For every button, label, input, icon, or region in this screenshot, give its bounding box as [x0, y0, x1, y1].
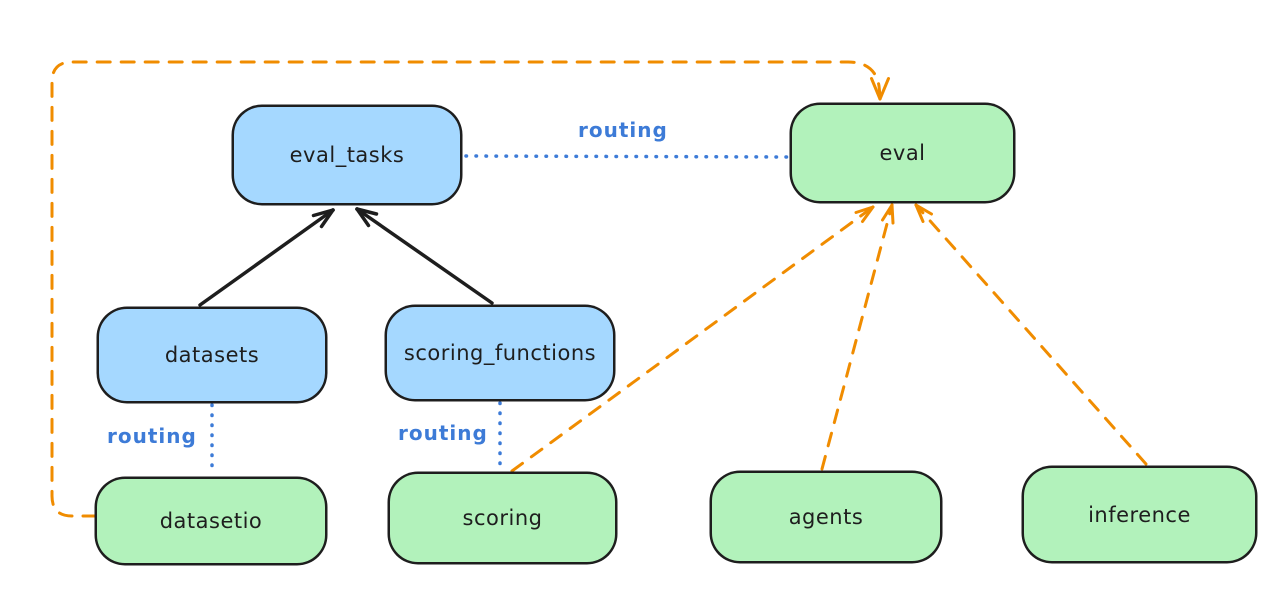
- node-scoring-functions-label: scoring_functions: [403, 341, 597, 365]
- edge-scoring-to-eval: [510, 205, 875, 473]
- node-eval-tasks-label: eval_tasks: [289, 143, 405, 167]
- node-eval-label: eval: [879, 141, 926, 165]
- node-agents-label: agents: [788, 505, 864, 529]
- edge-datasets-to-eval-tasks: [198, 208, 335, 307]
- edge-inference-to-eval: [914, 203, 1148, 466]
- node-inference-label: inference: [1088, 502, 1191, 527]
- node-datasets: datasets: [97, 307, 327, 403]
- edge-datasetio-to-eval: [50, 60, 890, 518]
- edge-label-routing-scoring-functions-scoring: routing: [398, 421, 488, 445]
- edge-label-routing-eval-tasks-eval: routing: [578, 118, 668, 142]
- node-scoring-label: scoring: [462, 506, 543, 530]
- edge-label-routing-datasets-datasetio: routing: [107, 424, 197, 448]
- edge-agents-to-eval: [820, 203, 895, 471]
- node-datasets-label: datasets: [164, 343, 260, 367]
- node-eval: eval: [790, 103, 1015, 203]
- node-scoring: scoring: [388, 472, 617, 564]
- edge-eval-tasks-to-eval: [464, 154, 789, 159]
- node-inference: inference: [1022, 466, 1257, 563]
- node-agents: agents: [710, 471, 942, 563]
- edge-scoring-functions-to-eval-tasks: [355, 207, 494, 305]
- node-eval-tasks: eval_tasks: [232, 105, 462, 205]
- node-scoring-functions: scoring_functions: [385, 305, 615, 401]
- node-datasetio-label: datasetio: [159, 509, 263, 533]
- node-datasetio: datasetio: [95, 477, 327, 565]
